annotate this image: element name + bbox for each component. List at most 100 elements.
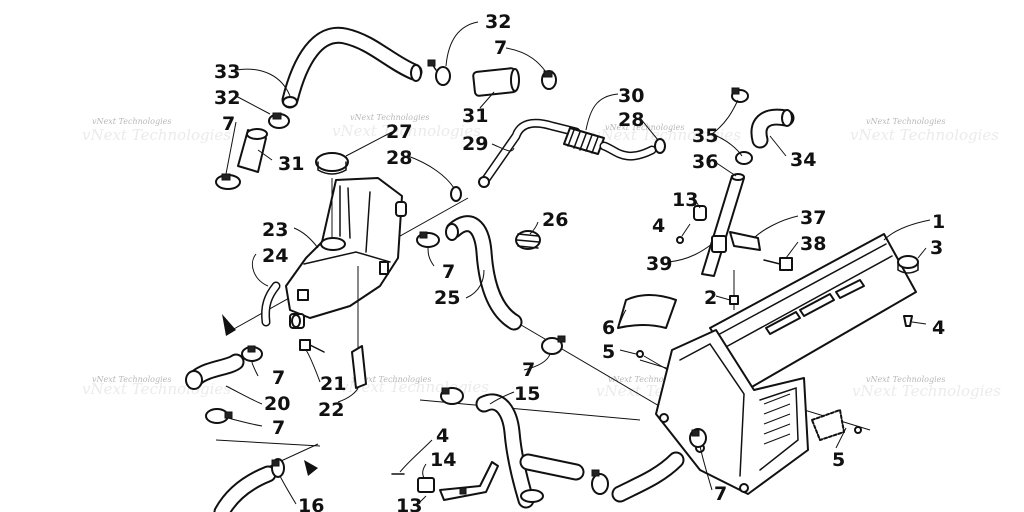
clamp-7-hose20: [241, 345, 263, 362]
callout-35: 35: [692, 125, 718, 147]
direction-arrow-icon: [304, 460, 318, 476]
callout-15: 15: [514, 383, 540, 405]
clamp-7-hose25: [416, 231, 440, 248]
pipe-lower-center: [519, 453, 585, 481]
watermark-shadow: vNext Technologies: [592, 126, 741, 144]
callout-14: 14: [430, 449, 456, 471]
grommet-3: [897, 255, 919, 274]
bracket-14: [391, 461, 499, 501]
watermark-shadow: vNext Technologies: [332, 122, 481, 140]
clamp-36: [735, 151, 753, 165]
bracket-22: [351, 266, 367, 389]
seal-6: [617, 294, 677, 329]
coupler-31-left: [237, 128, 268, 173]
spring-26: [515, 230, 541, 250]
bellows-30: [563, 127, 605, 155]
callout-22: 22: [318, 399, 344, 421]
hose-25: [445, 215, 523, 331]
axis-line: [215, 439, 321, 447]
hose-16: [213, 465, 277, 512]
cap-13-upper: [693, 205, 707, 221]
coolant-reservoir-23: [285, 177, 407, 319]
watermark: vNext Technologies: [92, 117, 171, 126]
callout-32: 32: [214, 87, 240, 109]
filler-tube: [701, 173, 745, 277]
screw-4-right: [903, 315, 913, 327]
callout-1: 1: [932, 211, 945, 233]
clamp-35-top: [731, 87, 749, 103]
clamp-28-left: [450, 186, 462, 202]
callout-38: 38: [800, 233, 826, 255]
pipe-29-end: [599, 141, 657, 161]
callout-13: 13: [396, 495, 422, 512]
overflow-hose-24: [261, 281, 281, 327]
clamp-7-lower-center: [541, 335, 566, 355]
callout-37: 37: [800, 207, 826, 229]
callout-34: 34: [790, 149, 816, 171]
fastener-5-left: [636, 350, 669, 371]
watermark-shadow: vNext Technologies: [852, 382, 1001, 400]
callouts: 33 32 7 31 32 7 31 27 28 29 30 28 35 34 …: [214, 11, 945, 512]
radiator-panel-1: [709, 233, 917, 389]
watermark: vNext Technologies: [352, 375, 431, 384]
callout-27: 27: [386, 121, 412, 143]
watermark: vNext Technologies: [608, 375, 687, 384]
callout-33: 33: [214, 61, 240, 83]
callout-26: 26: [542, 209, 568, 231]
clamp-7-lower-left: [205, 408, 233, 424]
callout-20: 20: [264, 393, 290, 415]
hose-20: [185, 353, 245, 390]
clamp-7-radiator: [689, 428, 707, 448]
callout-29: 29: [462, 133, 488, 155]
callout-16: 16: [298, 495, 324, 512]
fitting: [289, 313, 305, 329]
callout-31: 31: [278, 153, 304, 175]
callout-2: 2: [704, 287, 717, 309]
coupler-31-top: [472, 67, 520, 97]
leader-lines: [225, 21, 931, 507]
clamp-28-right: [654, 138, 666, 154]
callout-4: 4: [652, 215, 665, 237]
watermark: vNext Technologies: [866, 117, 945, 126]
callout-7: 7: [272, 367, 285, 389]
clamp-7-hose15: [440, 387, 464, 405]
callout-7: 7: [714, 483, 727, 505]
bracket-37: [711, 231, 761, 253]
watermark-shadow: vNext Technologies: [850, 126, 999, 144]
callout-23: 23: [262, 219, 288, 241]
watermark: vNext Technologies: [350, 113, 429, 122]
pipe-29: [478, 118, 581, 188]
hose-lower-right: [611, 451, 685, 503]
callout-7: 7: [494, 37, 507, 59]
hose-33: [281, 26, 423, 109]
clamp-lower-center: [520, 469, 609, 503]
callout-32: 32: [485, 11, 511, 33]
watermark: vNext Technologies: [92, 375, 171, 384]
callout-13: 13: [672, 189, 698, 211]
screw-2: [729, 270, 739, 310]
clamp-7-left: [215, 173, 241, 190]
callout-39: 39: [646, 253, 672, 275]
watermark: vNext Technologies: [605, 123, 684, 132]
clamp-32-top: [427, 59, 451, 86]
callout-7: 7: [222, 113, 235, 135]
callout-7: 7: [272, 417, 285, 439]
hose-15: [475, 393, 535, 509]
callout-31: 31: [462, 105, 488, 127]
clamp-16: [271, 458, 285, 478]
callout-36: 36: [692, 151, 718, 173]
clamp-32-left: [268, 112, 290, 129]
callout-7: 7: [522, 359, 535, 381]
callout-30: 30: [618, 85, 644, 107]
callout-24: 24: [262, 245, 288, 267]
callout-7: 7: [442, 261, 455, 283]
watermark: vNext Technologies: [866, 375, 945, 384]
clamp-7-top: [541, 70, 557, 90]
screw-4-upper: [676, 236, 684, 244]
callout-5: 5: [602, 341, 615, 363]
hose-34: [750, 108, 795, 149]
callout-25: 25: [434, 287, 460, 309]
watermark-shadow: vNext Technologies: [82, 126, 231, 144]
callout-4: 4: [436, 425, 449, 447]
